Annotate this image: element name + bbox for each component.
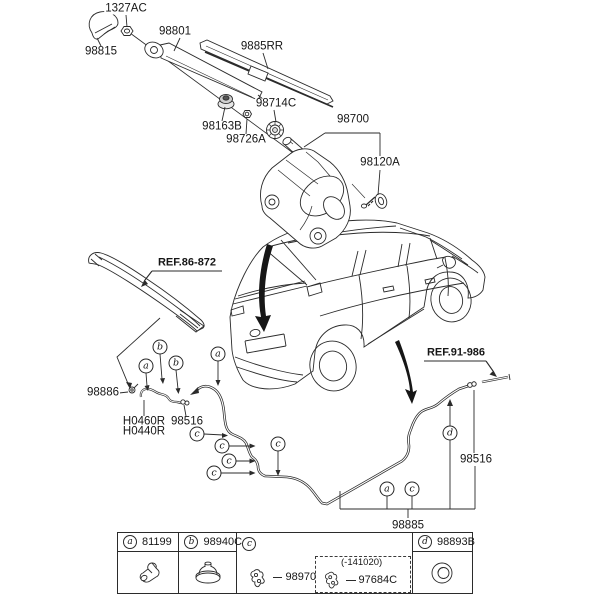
arm-nut-part: [217, 93, 235, 110]
part-label-9885rr: 9885RR: [239, 40, 285, 53]
brand-logo: [249, 328, 261, 338]
part-label-98516-right: 98516: [459, 453, 493, 466]
ref-label-spoiler: REF.86-872: [156, 256, 218, 269]
legend-variant-range: (-141020): [340, 557, 383, 568]
callout-c: c: [221, 453, 237, 469]
part-label-98516-left: 98516: [170, 415, 204, 428]
washer-hose-part: [190, 381, 477, 506]
hose-clip-icon: [139, 562, 160, 583]
taillight: [230, 282, 323, 317]
hose-routing-arrow-icon: [395, 340, 417, 404]
part-label-98885: 98885: [391, 519, 425, 532]
mount-nut-part: [242, 110, 253, 118]
nozzle-part: [116, 317, 161, 394]
pivot-nut-part: [120, 26, 134, 36]
callout-d: d: [442, 425, 458, 441]
part-label-98120a: 98120A: [359, 156, 401, 169]
hose-routing-arrow-icon: [255, 244, 273, 332]
tube-clip-icon: [325, 571, 339, 589]
callout-c: c: [270, 436, 286, 452]
arm-cap-part: [88, 11, 119, 40]
callout-c: c: [189, 426, 205, 442]
part-label-h0460r: H0460R: [121, 415, 167, 428]
legend-table: a 81199 b 98940C c: [117, 532, 475, 594]
front-washer-tube-ref: [481, 373, 511, 384]
pivot-grommet-part: [266, 121, 284, 139]
part-label-98801: 98801: [158, 25, 192, 38]
legend-variant-box: (-141020) 97684C: [315, 556, 412, 593]
callout-b: b: [168, 355, 184, 371]
rear-spoiler-illustration: [88, 252, 205, 333]
body-grommet-icon: [431, 562, 453, 584]
grommet-cap-icon: [196, 561, 221, 584]
connector-tube-part: [139, 387, 190, 406]
legend-key-b: b: [184, 535, 199, 549]
tube-clip-icon: [250, 569, 266, 588]
legend-col-a: a 81199: [118, 533, 180, 593]
wiper-blade-part: [199, 39, 334, 108]
legend-col-d: d 98893B: [413, 533, 475, 593]
leader-lines: [96, 14, 497, 518]
legend-part-98940c: 98940C: [203, 536, 243, 548]
part-label-1327ac: 1327AC: [104, 2, 148, 15]
part-label-98815: 98815: [84, 45, 118, 58]
part-label-h0440r: H0440R: [121, 425, 167, 438]
part-label-98726a: 98726A: [225, 133, 267, 146]
legend-col-c: c 98970 (-141020) 97684C: [237, 533, 413, 593]
car-illustration: [229, 219, 486, 404]
part-label-98886: 98886: [86, 386, 120, 399]
wiper-motor-part: [260, 136, 351, 249]
legend-key-a: a: [123, 535, 137, 549]
callout-a: a: [379, 481, 395, 497]
legend-key-d: d: [418, 535, 432, 549]
legend-col-b: b 98940C: [179, 533, 242, 593]
callout-c: c: [206, 465, 222, 481]
callout-c: c: [214, 438, 230, 454]
callout-a: a: [210, 346, 226, 362]
legend-part-97684c: 97684C: [358, 574, 398, 586]
callout-c: c: [404, 481, 420, 497]
part-label-98163b: 98163B: [201, 120, 243, 133]
legend-part-98970: 98970: [285, 571, 317, 583]
legend-key-c: c: [242, 537, 257, 551]
legend-part-81199: 81199: [142, 536, 172, 548]
callout-a: a: [138, 358, 154, 374]
part-label-98700: 98700: [336, 113, 370, 126]
callout-b: b: [152, 339, 168, 355]
mount-screw-part: [351, 183, 388, 209]
part-label-98714c: 98714C: [254, 97, 298, 110]
rear-wheel: [309, 340, 357, 392]
ref-label-front-washer: REF.91-986: [425, 346, 487, 359]
legend-part-98893b: 98893B: [437, 536, 475, 548]
front-wheel: [430, 277, 472, 323]
